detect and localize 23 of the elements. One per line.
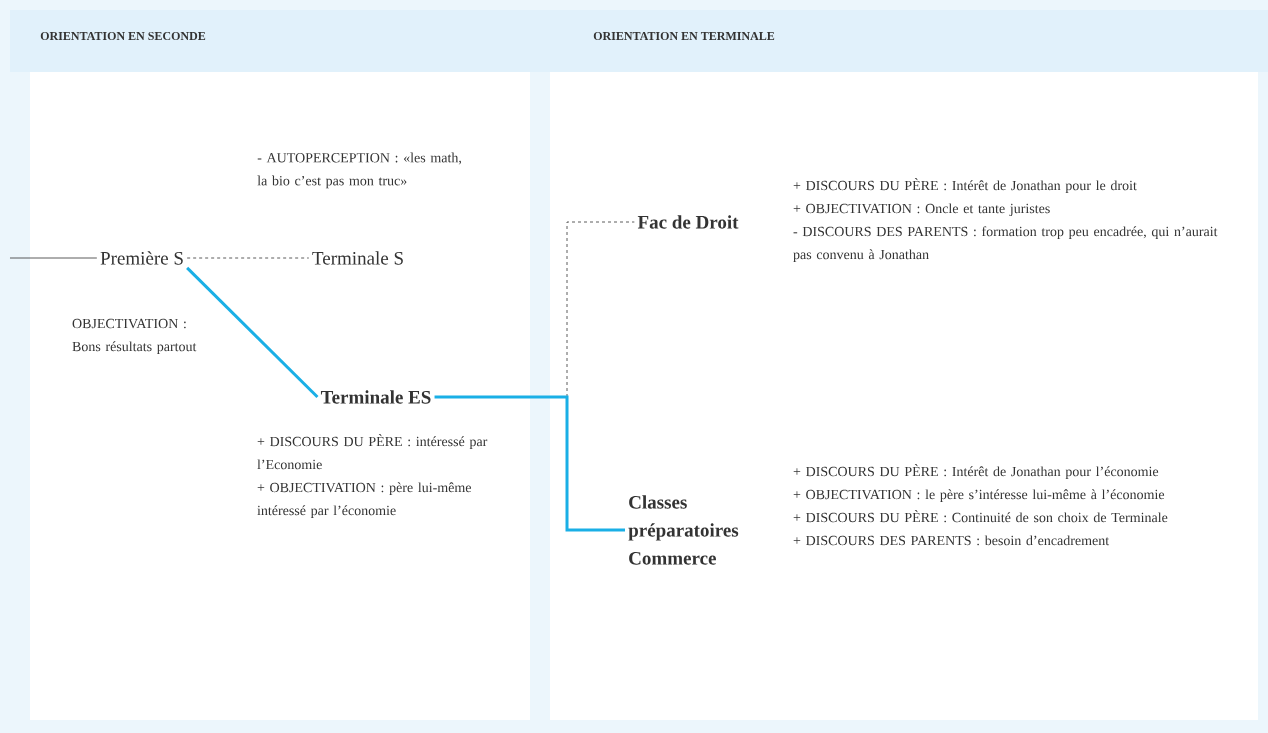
connector-line xyxy=(566,221,635,398)
note-text: - AUTOPERCEPTION : «les math, la bio c’est pas mon truc» xyxy=(257,152,461,189)
note-text: + OBJECTIVATION : père lui-même intéressé par l’économie xyxy=(257,482,471,519)
note-text: + OBJECTIVATION : Oncle et tante juristes xyxy=(793,203,1050,217)
connector-line xyxy=(186,257,310,259)
node-text: Classes préparatoires Commerce xyxy=(628,495,739,565)
note-text: - DISCOURS DES PARENTS : formation trop peu encadrée, qui n’aurait pas convenu à Jonathan xyxy=(793,226,1218,263)
column-heading: ORIENTATION EN TERMINALE xyxy=(593,31,775,40)
node-text: Terminale S xyxy=(312,251,403,265)
note-text: + DISCOURS DU PÈRE : intéressé par l’Economie xyxy=(257,434,488,470)
node-text: Fac de Droit xyxy=(637,215,739,229)
note-text: OBJECTIVATION : Bons résultats partout xyxy=(72,318,197,355)
connector-line xyxy=(9,257,98,259)
note-text: + DISCOURS DU PÈRE : Intérêt de Jonathan pour le droit xyxy=(793,178,1137,194)
connector-line xyxy=(186,266,319,399)
note-text: + DISCOURS DU PÈRE : Intérêt de Jonathan pour l’économie xyxy=(793,464,1159,480)
column-heading: ORIENTATION EN SECONDE xyxy=(40,31,206,40)
node-text: Première S xyxy=(100,251,183,265)
note-text: + DISCOURS DU PÈRE : Continuité de son choix de Terminale xyxy=(793,510,1168,523)
connector-line xyxy=(434,395,625,532)
note-text: + DISCOURS DES PARENTS : besoin d’encadrement xyxy=(793,535,1110,546)
note-text: + OBJECTIVATION : le père s’intéresse lui-même à l’économie xyxy=(793,489,1165,503)
node-text: Terminale ES xyxy=(320,390,431,404)
